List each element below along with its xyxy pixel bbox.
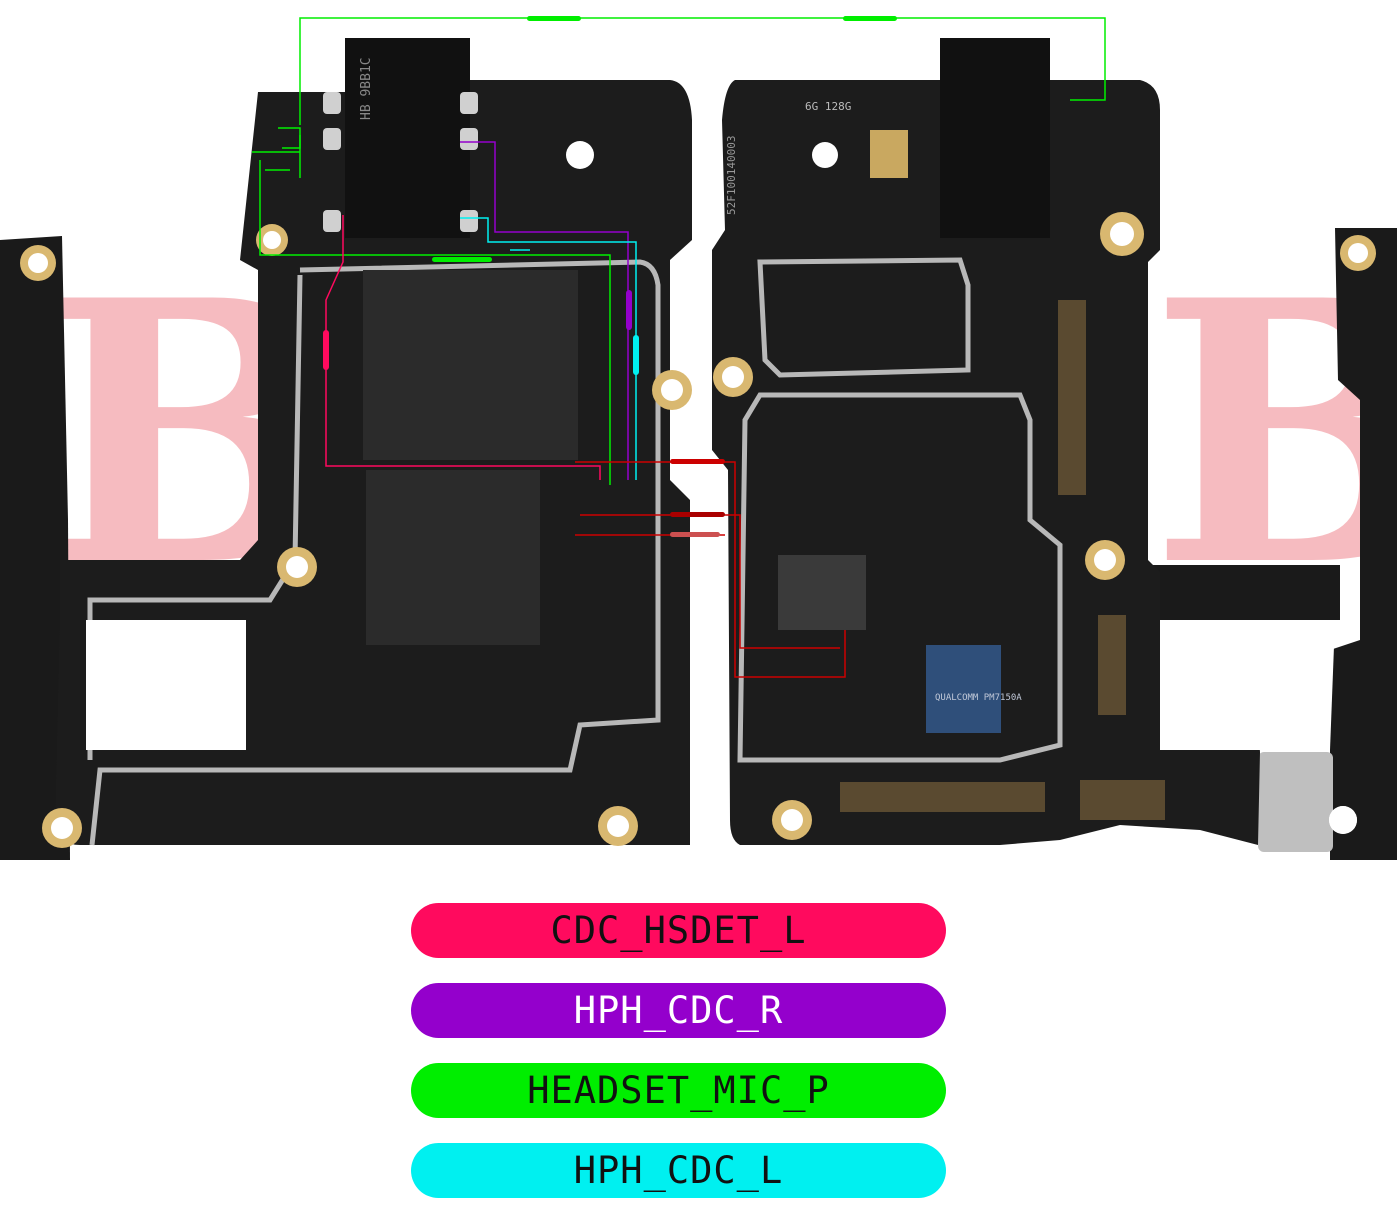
mounting-holes-left [42, 141, 692, 848]
svg-text:HB 9BB1C: HB 9BB1C [359, 57, 374, 120]
memory-chip-lower [366, 470, 540, 645]
connector-right [1058, 300, 1086, 495]
legend-label: CDC_HSDET_L [550, 909, 807, 952]
right-partial-board [1330, 228, 1397, 860]
legend-label: HPH_CDC_L [573, 1149, 784, 1192]
headphone-jack-right [940, 38, 1050, 238]
net-trace-hph-cdc-l [460, 217, 637, 480]
legend-label: HEADSET_MIC_P [527, 1069, 830, 1112]
net-trace-headset-mic-p [252, 17, 1106, 485]
legend-cdc-hsdet-l: CDC_HSDET_L [411, 903, 946, 958]
legend-hph-cdc-l: HPH_CDC_L [411, 1143, 946, 1198]
legend-hph-cdc-r: HPH_CDC_R [411, 983, 946, 1038]
svg-text:QUALCOMM PM7150A: QUALCOMM PM7150A [935, 693, 1022, 703]
headphone-jack-left [345, 38, 470, 238]
memory-chip-upper [363, 270, 578, 460]
net-trace-cdc-hsdet-l [325, 215, 601, 480]
svg-text:52F100140003: 52F100140003 [725, 136, 738, 215]
legend-headset-mic-p: HEADSET_MIC_P [411, 1063, 946, 1118]
left-partial-board [0, 236, 70, 860]
legend-label: HPH_CDC_R [573, 989, 784, 1032]
pcb-diagram: B B HB 9BB1C QUALCOMM PM7150A [0, 16, 1397, 860]
mounting-holes-right [713, 142, 1357, 840]
svg-text:6G 128G: 6G 128G [805, 100, 851, 113]
soc-chip [778, 555, 866, 630]
pmic-chip [926, 645, 1001, 733]
